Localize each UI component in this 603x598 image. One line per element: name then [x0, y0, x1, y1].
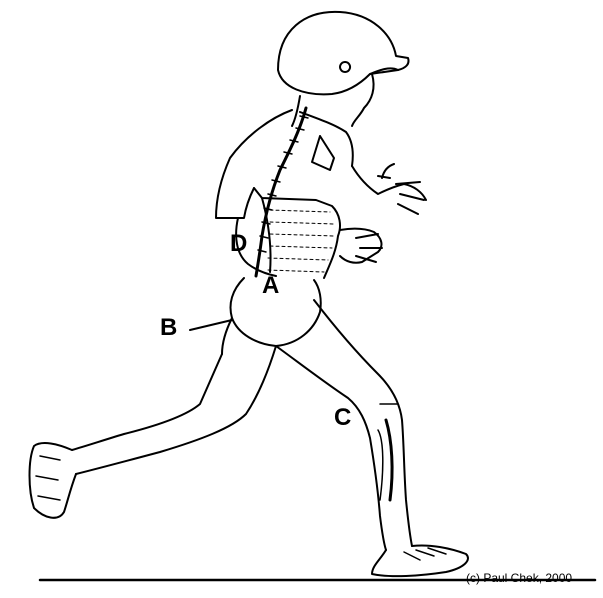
label-b-leader [190, 320, 232, 330]
back-leg [72, 346, 276, 474]
hands [340, 164, 426, 263]
baseball-helmet [278, 12, 409, 94]
muscle-shading [268, 210, 334, 272]
face-outline [352, 74, 374, 126]
label-c: C [334, 406, 351, 430]
vertebrae [258, 116, 308, 252]
front-shoe [372, 545, 468, 576]
label-d: D [230, 232, 247, 256]
copyright-credit: (c) Paul Chek, 2000 [466, 571, 572, 585]
back-shoe-detail [36, 456, 60, 500]
shoelace [404, 548, 446, 560]
label-a: A [262, 274, 279, 298]
label-b: B [160, 316, 177, 340]
neck [292, 96, 300, 126]
back-shoe [30, 443, 77, 518]
